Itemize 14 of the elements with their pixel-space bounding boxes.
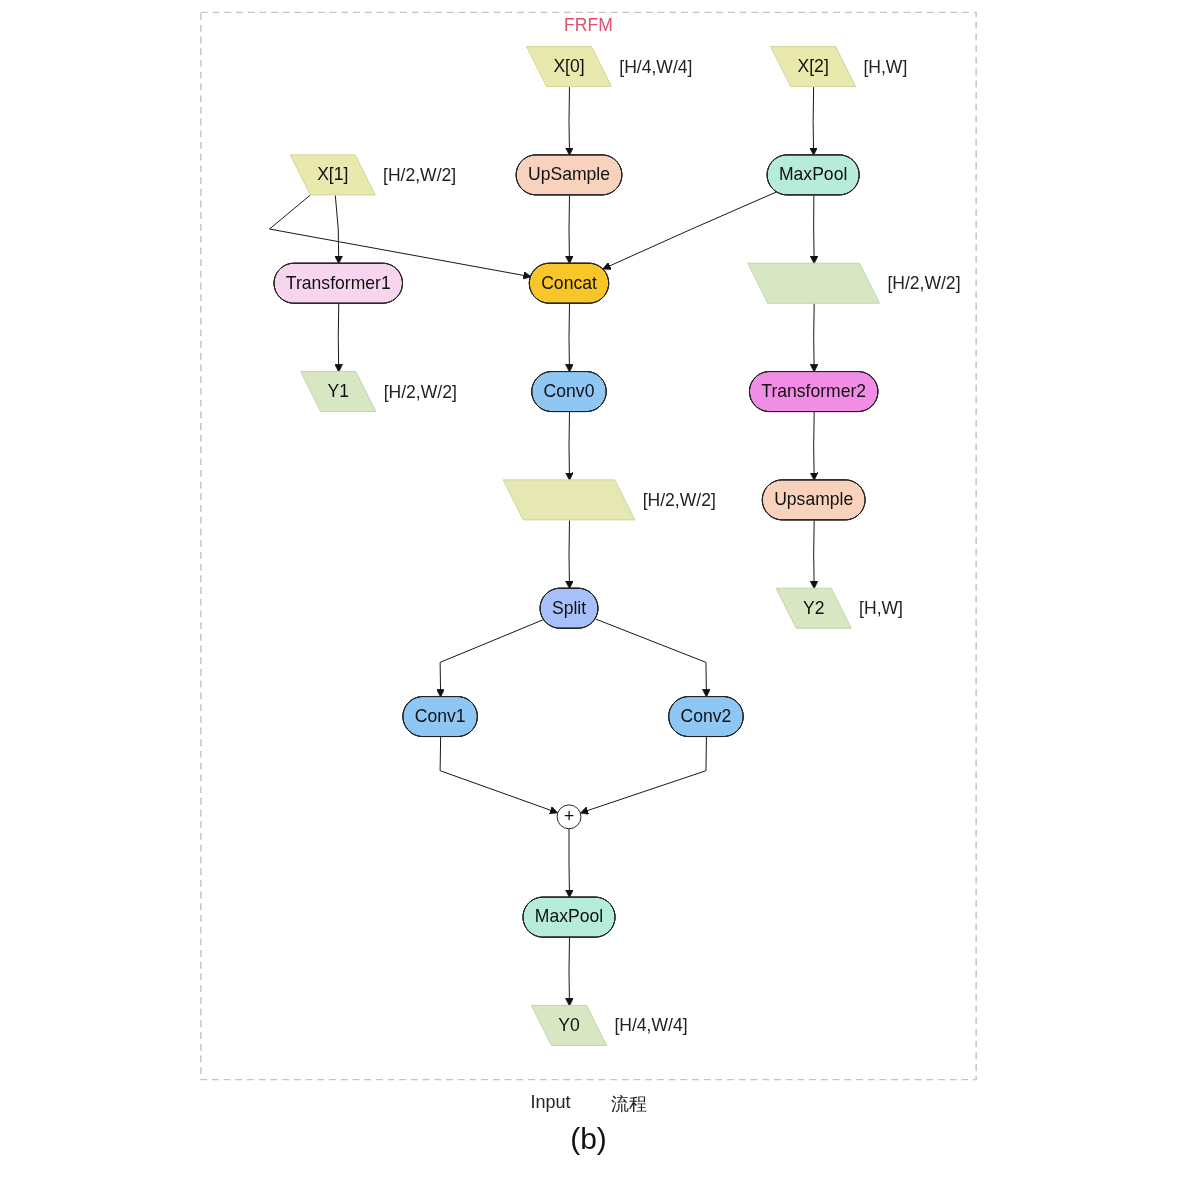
note-label: 流程 <box>610 1093 647 1116</box>
figure-caption: (b) <box>570 1122 607 1156</box>
note-label: Input <box>530 1092 571 1114</box>
size-label: [H/2,W/2] <box>383 164 457 185</box>
size-label: [H,W] <box>863 56 908 77</box>
node-box <box>502 479 636 521</box>
size-label: [H,W] <box>859 598 903 619</box>
size-label: [H/2,W/2] <box>383 381 457 402</box>
size-label: [H/4,W/4] <box>619 56 693 77</box>
size-label: [H/2,W/2] <box>887 273 961 294</box>
size-label: [H/4,W/4] <box>614 1015 688 1036</box>
node-box <box>747 262 881 304</box>
size-label: [H/2,W/2] <box>642 489 716 510</box>
node-circle: + <box>556 804 582 830</box>
